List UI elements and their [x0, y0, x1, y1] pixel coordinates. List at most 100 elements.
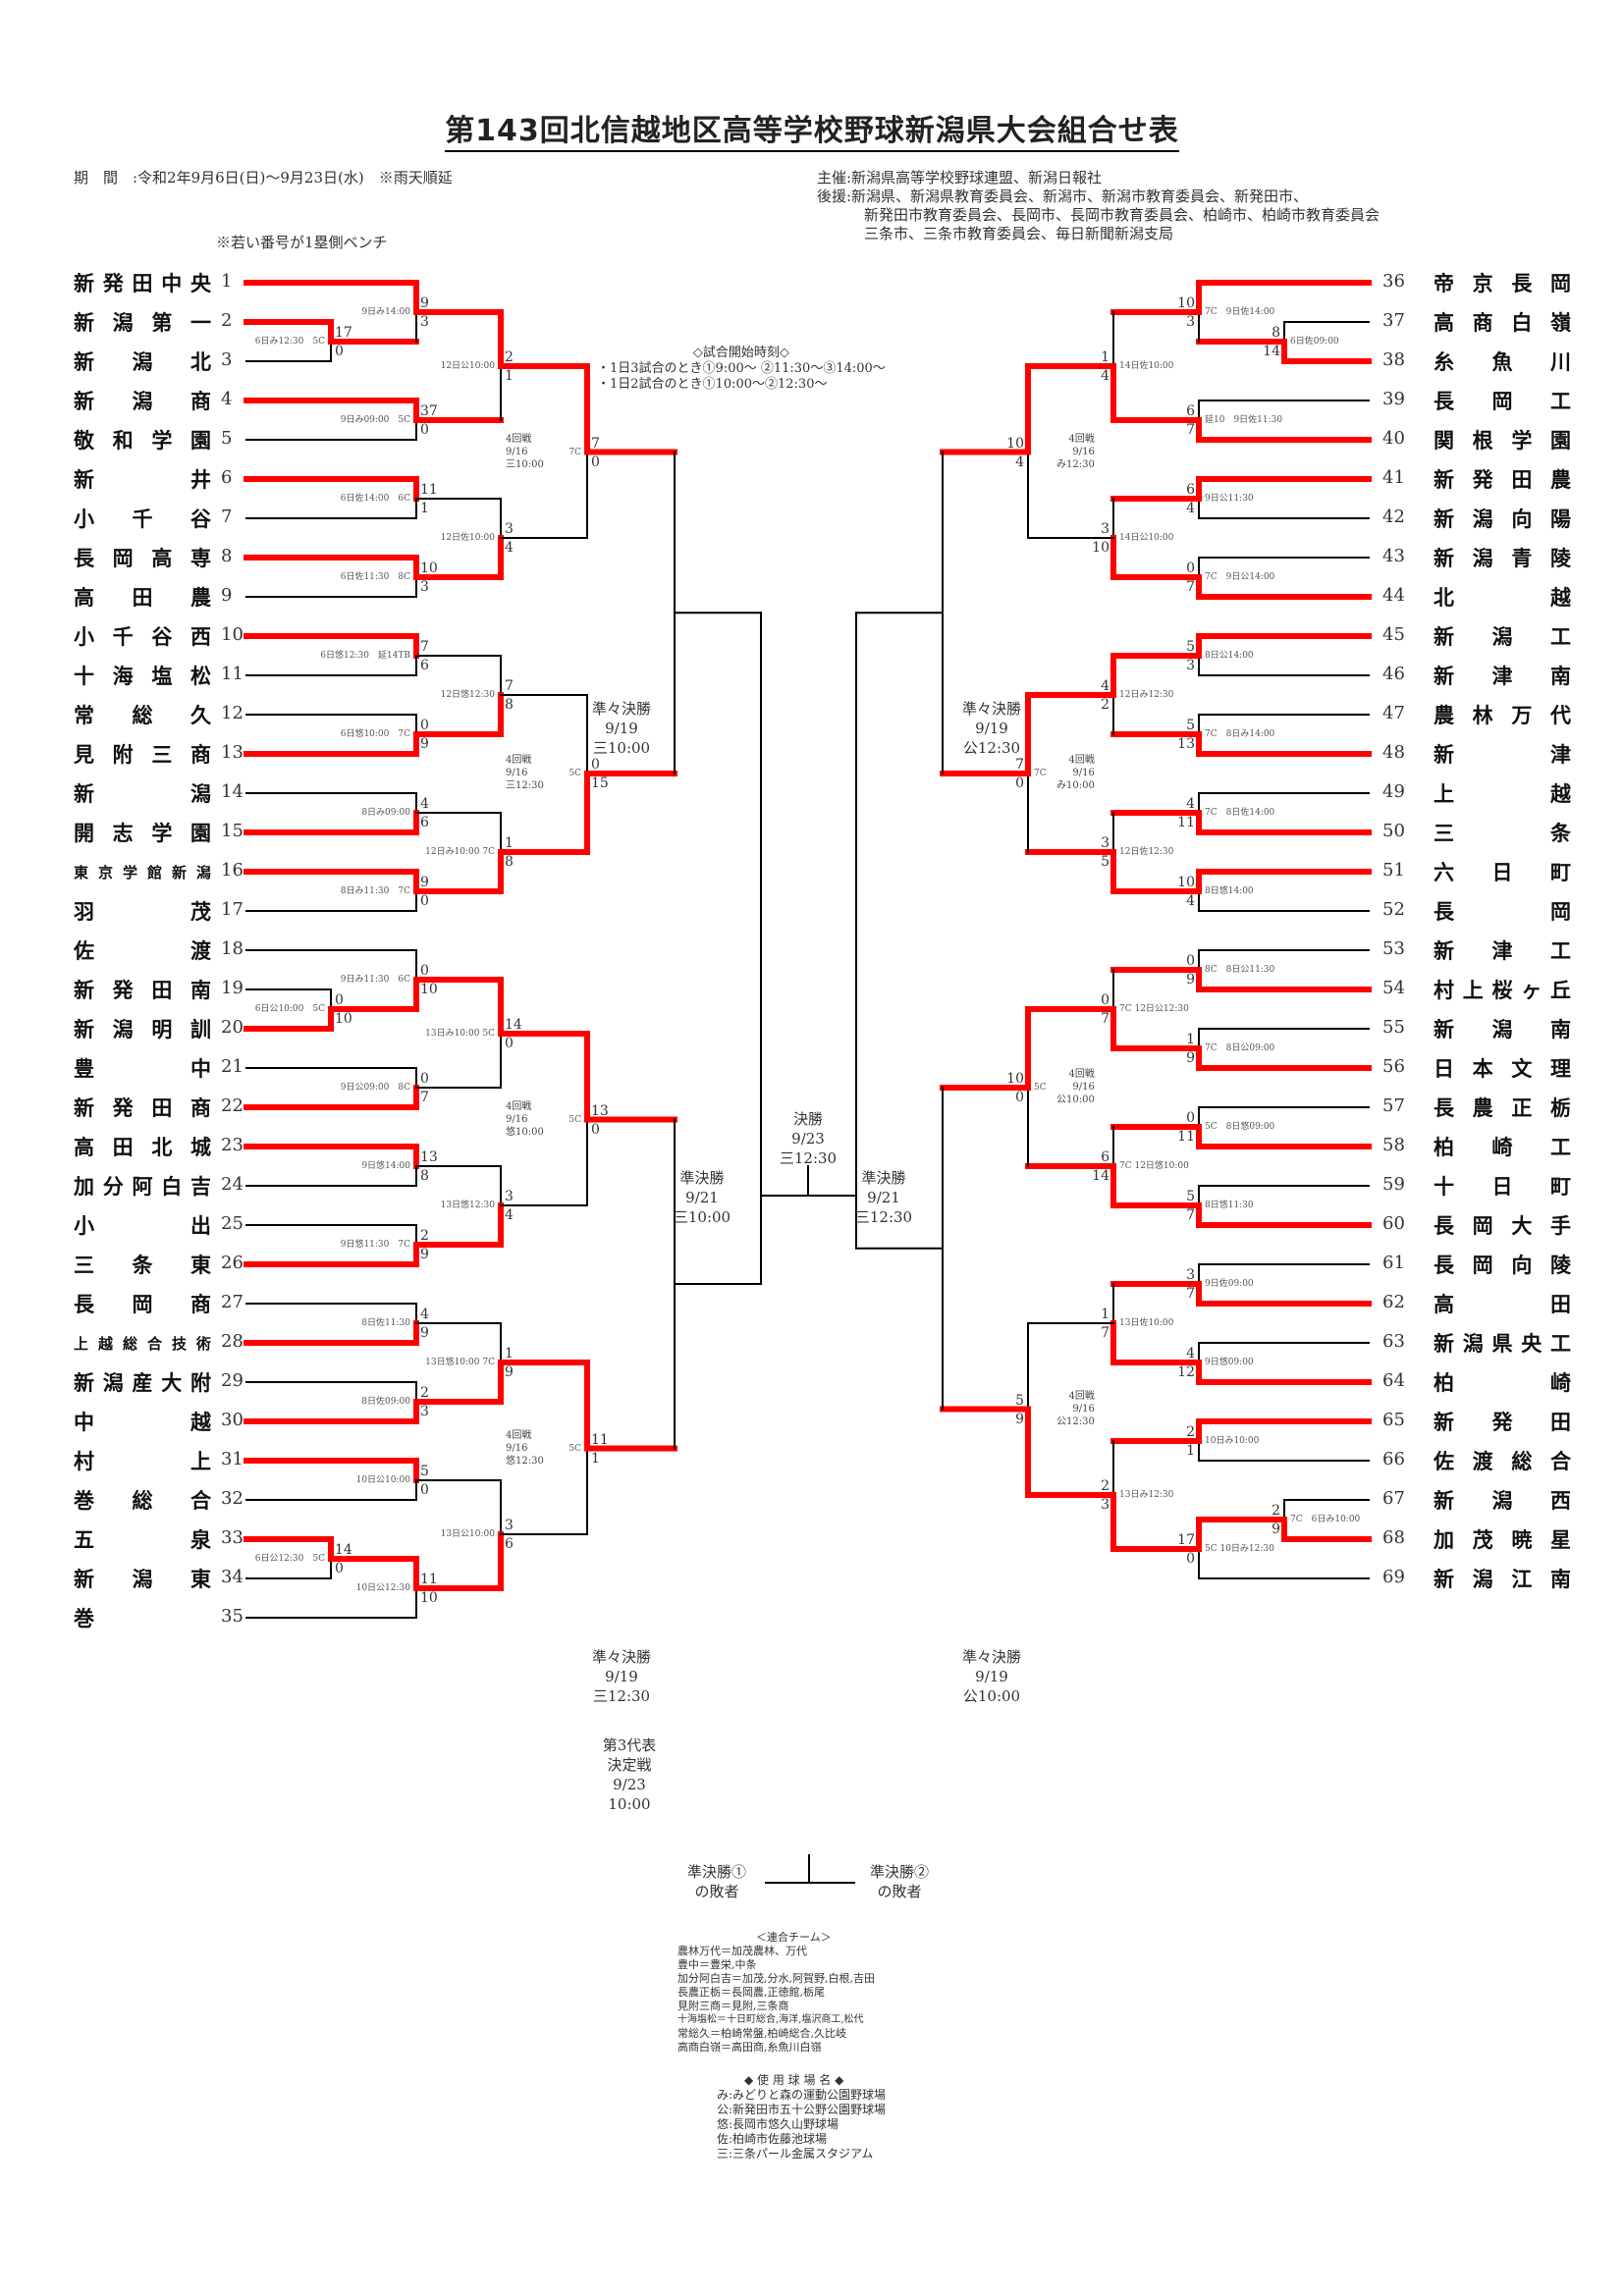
team-number: 63 — [1382, 1331, 1405, 1352]
team-name-char: 田 — [112, 1136, 134, 1159]
team-name: 長岡向陵 — [1434, 1250, 1571, 1279]
score-bottom: 10 — [335, 1011, 352, 1027]
score-top: 7 — [420, 639, 429, 655]
team-name-char: 合 — [146, 1334, 162, 1353]
score-top: 4 — [420, 1307, 429, 1322]
team-name-char: 白 — [1511, 311, 1533, 335]
score-bottom: 0 — [1015, 1090, 1024, 1105]
match-note: 7C 9日佐14:00 — [1205, 307, 1275, 317]
score-bottom: 3 — [420, 314, 429, 330]
team-name-char: 京 — [1472, 272, 1493, 295]
team-name: 新津工 — [1434, 935, 1571, 965]
team-number: 12 — [221, 703, 244, 723]
team-name-char: 泉 — [190, 1528, 211, 1552]
score-bottom: 3 — [420, 579, 429, 595]
team-name-char: 央 — [190, 272, 211, 295]
team-name: 新潟向陽 — [1434, 504, 1571, 533]
team-name-char: 小 — [74, 507, 94, 531]
match-note: 9日悠09:00 — [1205, 1358, 1254, 1367]
score-top: 2 — [420, 1228, 429, 1244]
team-name-char: 十 — [74, 665, 94, 688]
team-name-char: 園 — [1549, 429, 1571, 453]
team-name-char: 南 — [1550, 665, 1571, 688]
score-bottom: 9 — [1186, 1050, 1195, 1066]
start-times-line: ・1日3試合のとき①9:00～ ②11:30～③14:00～ — [597, 361, 886, 376]
team-number: 37 — [1382, 310, 1405, 331]
team-name-char: 田 — [1550, 1293, 1571, 1316]
score-bottom: 8 — [505, 697, 514, 713]
final-label-line: 決勝 — [792, 1110, 823, 1128]
team-name-char: 北 — [190, 350, 211, 374]
team-name-char: 中 — [190, 1057, 211, 1081]
match-note: 9日公11:30 — [1205, 494, 1254, 504]
team-name: 新潟第一 — [74, 307, 211, 337]
quarterfinal-label-line: 9/19 — [605, 1668, 638, 1685]
team-number: 18 — [221, 938, 244, 959]
score-bottom: 3 — [1186, 314, 1195, 330]
team-name: 新潟西 — [1434, 1485, 1571, 1515]
team-name-char: 総 — [122, 1334, 137, 1353]
team-name-char: 潟 — [102, 1371, 124, 1395]
team-name-char: 新 — [74, 1371, 94, 1395]
quarterfinal-label-line: 準々決勝 — [591, 1648, 651, 1666]
team-name-char: 高 — [74, 1136, 94, 1159]
team-name-char: 田 — [1550, 1411, 1571, 1434]
team-name-char: 越 — [1550, 586, 1571, 610]
team-number: 10 — [221, 624, 244, 645]
score-bottom: 7 — [1186, 1207, 1195, 1223]
team-name-char: 柏 — [1434, 1136, 1454, 1159]
team-number: 21 — [221, 1056, 244, 1077]
score-top: 1 — [1186, 1032, 1195, 1047]
score-bottom: 4 — [1015, 454, 1024, 470]
score-top: 0 — [1186, 953, 1195, 969]
team-name-char: 館 — [146, 863, 162, 881]
team-name-char: 潟 — [1491, 625, 1513, 649]
team-number: 22 — [221, 1095, 244, 1116]
score-bottom: 1 — [591, 1450, 600, 1467]
team-name: 開志学園 — [74, 818, 211, 847]
score-top: 0 — [1186, 561, 1195, 576]
quarterfinal-label-line: 公12:30 — [962, 739, 1021, 757]
match-note: 5C — [1034, 1083, 1047, 1093]
match-note: 13日悠12:30 — [440, 1201, 495, 1210]
score-top: 13 — [591, 1102, 609, 1119]
score-bottom: 0 — [1186, 1551, 1195, 1567]
team-name-char: 田 — [132, 586, 153, 610]
score-bottom: 3 — [1101, 1497, 1110, 1513]
team-name-char: 長 — [1434, 1254, 1454, 1277]
team-name-char: 万 — [1511, 704, 1533, 727]
team-name-char: 合 — [1549, 1450, 1571, 1473]
score-bottom: 9 — [1015, 1411, 1024, 1427]
team-name-char: 潟 — [132, 390, 153, 413]
team-number: 19 — [221, 978, 244, 998]
score-bottom: 0 — [420, 1482, 429, 1498]
score-bottom: 13 — [1177, 736, 1195, 752]
team-name: 新井 — [74, 464, 211, 494]
team-number: 1 — [221, 271, 233, 292]
team-name-char: 東 — [190, 1254, 211, 1277]
match-note: 9日み14:00 — [361, 307, 410, 317]
team-name-char: 潟 — [1472, 1568, 1493, 1591]
team-name-char: 西 — [1550, 1489, 1571, 1513]
team-name-char: 大 — [1511, 1214, 1533, 1238]
team-name-char: 新 — [74, 1018, 94, 1041]
team-number: 57 — [1382, 1095, 1405, 1116]
score-top: 3 — [505, 521, 514, 537]
score-top: 6 — [1186, 403, 1195, 419]
score-bottom: 0 — [335, 344, 344, 359]
score-bottom: 4 — [1186, 893, 1195, 909]
score-top: 1 — [505, 1346, 514, 1362]
team-name-char: 長 — [1434, 900, 1454, 924]
team-name-char: 第 — [151, 311, 173, 335]
team-name-char: 中 — [161, 272, 183, 295]
score-bottom: 15 — [591, 775, 609, 791]
team-name-char: 新 — [1434, 507, 1454, 531]
team-name-char: 六 — [1434, 861, 1454, 884]
